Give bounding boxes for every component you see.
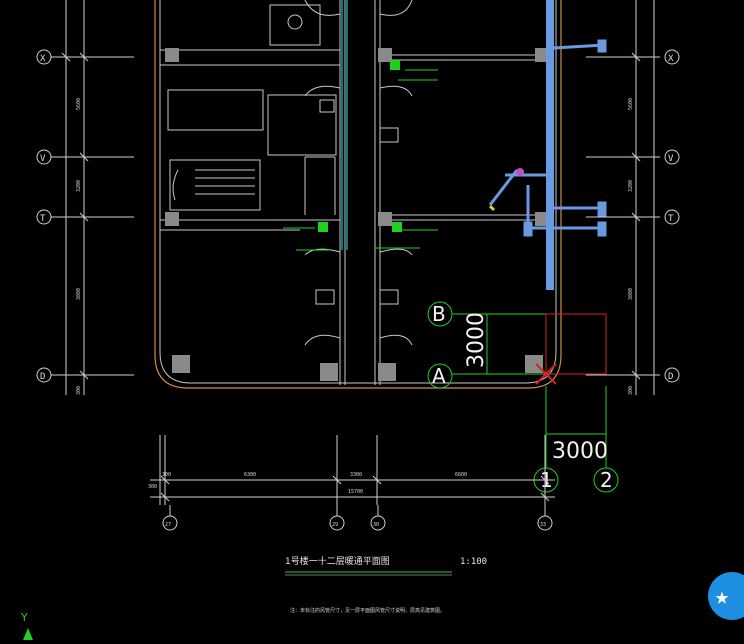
interior-walls <box>160 0 545 385</box>
dimension-marker-2: 2 <box>593 467 619 493</box>
dim-d1: 300 <box>148 484 157 490</box>
air-ducts <box>488 0 607 290</box>
navigation-float-button[interactable]: ★ <box>708 572 744 620</box>
left-dimension-lines <box>58 0 134 395</box>
grid-col-30-label: 30 <box>373 522 379 528</box>
structural-columns <box>165 48 549 381</box>
dim-d6: 300 <box>162 472 171 478</box>
dim-d3: 3300 <box>350 472 362 478</box>
dim-d5: 15700 <box>348 489 363 495</box>
grid-row-labels-left: X V T D <box>40 54 46 382</box>
svg-text:3200: 3200 <box>628 180 634 192</box>
horizontal-dimension <box>545 386 607 468</box>
dimension-marker-b: B <box>427 301 453 327</box>
reference-rectangle <box>535 313 607 385</box>
dim-d2: 6300 <box>244 472 256 478</box>
drawing-title: 1号楼一十二层暖通平面图 <box>285 555 390 567</box>
marker-2-label: 2 <box>600 468 613 492</box>
grid-col-29-label: 29 <box>332 522 338 528</box>
right-dimension-texts: 5600 3200 3800 300 <box>628 98 634 395</box>
grid-row-d-label: D <box>40 372 45 382</box>
svg-text:3800: 3800 <box>628 288 634 300</box>
grid-col-27-label: 27 <box>165 522 171 528</box>
grid-col-bubbles <box>162 505 553 531</box>
ucs-y-label: Y <box>20 611 28 624</box>
grid-col-labels: 27 29 30 33 <box>165 522 546 528</box>
svg-text:T: T <box>668 214 674 224</box>
drawing-scale: 1:100 <box>460 557 487 567</box>
bottom-dimension-lines <box>150 435 555 505</box>
dimension-marker-a: A <box>427 363 453 389</box>
drawing-title-block: 1号楼一十二层暖通平面图 1:100 注：未标注的风管尺寸，见一层平面图风管尺寸… <box>285 555 487 614</box>
grid-col-33-label: 33 <box>540 522 546 528</box>
star-icon: ★ <box>714 582 730 610</box>
vertical-dimension <box>452 313 546 375</box>
grid-row-labels-right: X V T D <box>668 54 674 382</box>
svg-text:300: 300 <box>628 386 634 395</box>
right-dimension-lines <box>586 0 660 395</box>
dim-vertical-3000: 3000 <box>464 312 489 368</box>
svg-text:D: D <box>668 372 673 382</box>
dim-v1: 5600 <box>76 98 82 110</box>
dim-d4: 6600 <box>455 472 467 478</box>
grid-row-bubbles-left <box>36 49 58 383</box>
equipment-tags <box>283 60 496 251</box>
grid-row-x-label: X <box>40 54 46 64</box>
svg-text:V: V <box>668 154 674 164</box>
svg-text:X: X <box>668 54 674 64</box>
dim-v4: 300 <box>76 386 82 395</box>
svg-text:5600: 5600 <box>628 98 634 110</box>
dim-v3: 3800 <box>76 288 82 300</box>
left-dimension-texts: 5600 3200 3800 300 <box>76 98 82 395</box>
dim-v2: 3200 <box>76 180 82 192</box>
grid-row-v-label: V <box>40 154 46 164</box>
grid-row-t-label: T <box>40 214 46 224</box>
marker-b-label: B <box>432 302 446 326</box>
grid-row-bubbles-right <box>664 49 680 383</box>
water-pipes <box>341 0 348 250</box>
drawing-note: 注：未标注的风管尺寸，见一层平面图风管尺寸说明，层高见建筑图。 <box>290 607 445 614</box>
ucs-axis-icon: Y <box>18 610 38 640</box>
marker-a-label: A <box>432 364 446 388</box>
dim-horizontal-3000: 3000 <box>552 439 608 464</box>
bottom-dimension-texts: 300 6300 3300 6600 15700 300 <box>148 472 467 495</box>
